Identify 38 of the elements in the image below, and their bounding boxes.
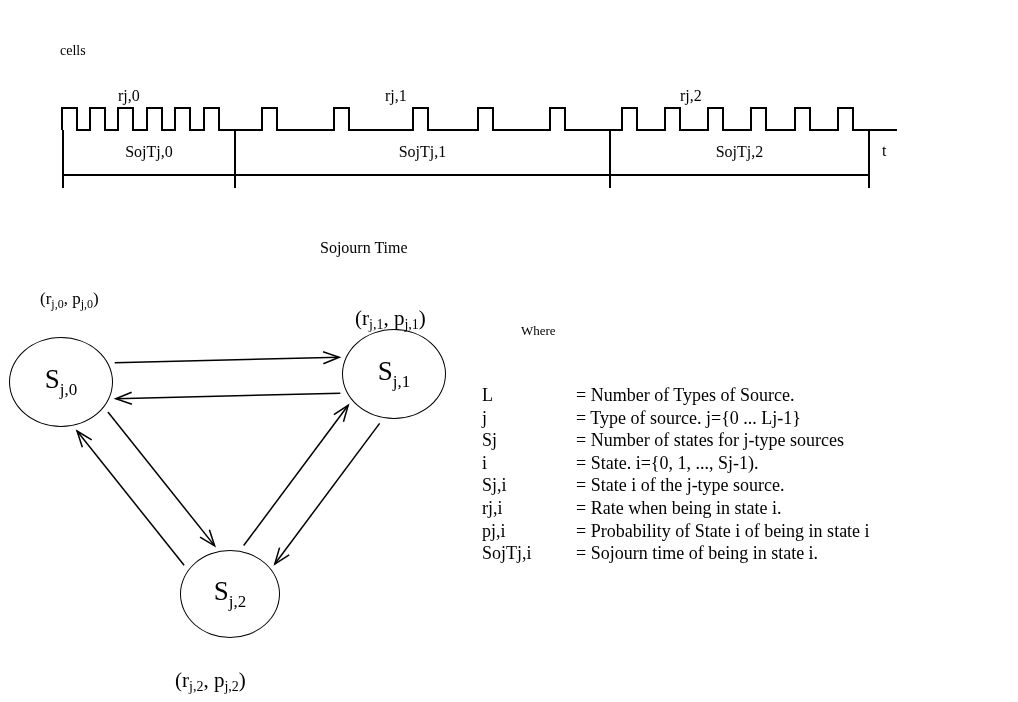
transition-arrow — [76, 430, 185, 567]
transition-arrow — [107, 411, 216, 547]
state-label: S$_{j,0}$ — [44, 366, 78, 398]
state-parameters: (r$_{j,2}$, p$_{j,2}$) — [175, 668, 246, 696]
rate-label: rj,0 — [118, 86, 140, 106]
segment-label: SojTj,0 — [125, 143, 173, 161]
segment-label: SojTj,2 — [715, 143, 764, 161]
axis-label: cells — [60, 43, 86, 60]
transition-arrow — [274, 422, 381, 565]
definition-text: = Sojourn time of being in state i. — [576, 543, 819, 565]
symbol-text: Sj,i — [482, 475, 507, 497]
note-text: Where — [521, 323, 556, 339]
axis-label: Sojourn Time — [320, 238, 408, 258]
axis-label: t — [882, 141, 887, 161]
symbol-text: pj,i — [482, 520, 506, 543]
symbol-text: Sj — [482, 430, 497, 452]
definition-text: = Type of source. j={0 ... Lj-1} — [576, 407, 801, 430]
symbol-text: L — [482, 385, 493, 407]
definition-text: = State. i={0, 1, ..., Sj-1). — [576, 452, 759, 475]
definition-text: = Number of states for j-type sources — [576, 430, 845, 452]
state-label: S$_{j,2}$ — [213, 578, 247, 610]
rate-label: rj,2 — [680, 86, 702, 106]
state-parameters: (r$_{j,1}$, p$_{j,1}$) — [355, 306, 426, 334]
transition-arrow — [113, 350, 340, 365]
rate-label: rj,1 — [385, 86, 407, 106]
symbol-text: rj,i — [482, 498, 503, 520]
definition-text: = Rate when being in state i. — [576, 498, 782, 520]
state-label: S$_{j,1}$ — [377, 358, 411, 390]
definition-text: = State i of the j-type source. — [576, 475, 785, 497]
definition-text: = Number of Types of Source. — [576, 385, 795, 407]
symbol-text: i — [482, 452, 487, 475]
state-parameters: (r$_{j,0}$, p$_{j,0}$) — [40, 289, 99, 312]
segment-label: SojTj,1 — [398, 143, 447, 161]
symbol-text: SojTj,i — [482, 543, 532, 565]
definition-text: = Probability of State i of being in state i — [576, 520, 870, 543]
transition-arrow — [115, 391, 342, 406]
symbol-text: j — [482, 407, 487, 430]
transition-arrow — [242, 404, 349, 547]
